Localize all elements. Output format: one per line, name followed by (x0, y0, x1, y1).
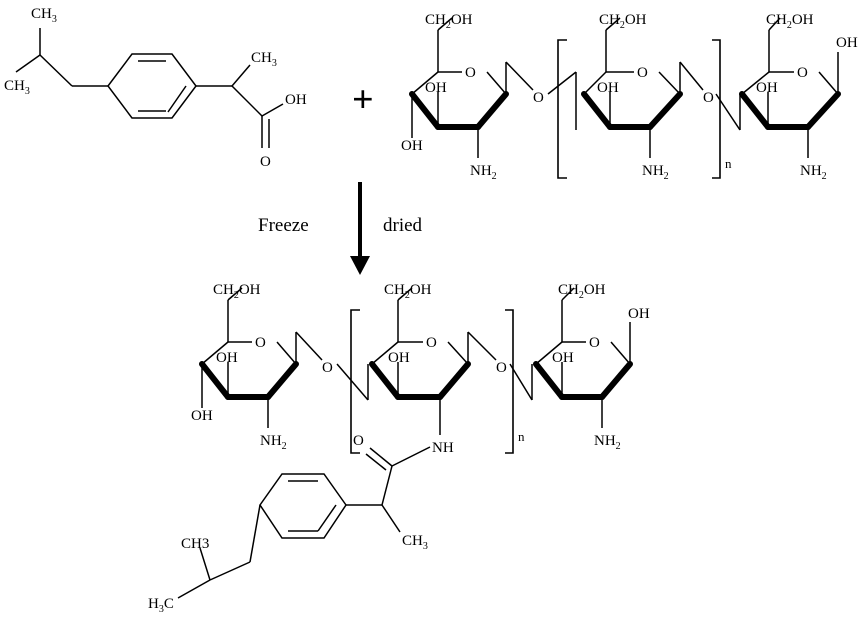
oh-label: OH (756, 80, 778, 96)
ch2oh-label: CH2OH (425, 12, 473, 31)
product-molecule: CH2OH O OH OH NH2 O CH2OH O OH (148, 282, 650, 615)
oh-label: OH (597, 80, 619, 96)
ch2oh-label: CH2OH (599, 12, 647, 31)
oh-label: OH (191, 408, 213, 424)
nh2-label: NH2 (594, 433, 621, 452)
glycosidic-o-label: O (322, 360, 333, 376)
oh-label: OH (401, 138, 423, 154)
chitosan-unit-2-repeat: CH2OH O OH NH2 n (557, 12, 732, 182)
chitosan-unit-1: CH2OH O OH OH NH2 (401, 12, 534, 182)
ring-o-label: O (255, 335, 266, 351)
product-ibuprofen-moiety: CH3 CH3 H3C (148, 465, 428, 615)
chitosan-unit-3: CH2OH O OH OH NH2 (739, 12, 858, 182)
ch2oh-label: CH2OH (384, 282, 432, 301)
reaction-arrow (350, 182, 370, 275)
ch2oh-label: CH2OH (558, 282, 606, 301)
product-chitosan-unit-3: CH2OH O OH OH NH2 (533, 282, 650, 452)
product-h3c-label: H3C (148, 596, 174, 615)
ibuprofen-carbonyl-o: O (260, 154, 271, 170)
oh-label: OH (388, 350, 410, 366)
product-chitosan-unit-1: CH2OH O OH OH NH2 (191, 282, 323, 452)
ch2oh-label: CH2OH (766, 12, 814, 31)
ibuprofen-ch3-top: CH3 (31, 6, 57, 25)
glycosidic-o-label: O (533, 90, 544, 106)
ibuprofen-ch3-alpha: CH3 (251, 50, 277, 69)
nh2-label: NH2 (800, 163, 827, 182)
product-ch3-alpha: CH3 (402, 533, 428, 552)
glycosidic-o-label: O (703, 90, 714, 106)
ring-o-label: O (426, 335, 437, 351)
nh2-label: NH2 (470, 163, 497, 182)
amide-o-label: O (353, 433, 364, 449)
nh2-label: NH2 (642, 163, 669, 182)
condition-dried-label: dried (383, 215, 423, 236)
plus-sign: + (352, 79, 374, 121)
ibuprofen-oh: OH (285, 92, 307, 108)
ch2oh-label: CH2OH (213, 282, 261, 301)
repeat-n-label: n (518, 429, 525, 444)
product-chitosan-unit-2-repeat: CH2OH O OH NH n O (350, 282, 525, 471)
oh-label: OH (216, 350, 238, 366)
amide-nh-label: NH (432, 440, 454, 456)
oh-label: OH (552, 350, 574, 366)
ibuprofen-molecule: CH3 CH3 CH3 OH O (4, 6, 307, 170)
product-ch3-label: CH3 (181, 536, 209, 552)
oh-label: OH (628, 306, 650, 322)
repeat-n-label: n (725, 156, 732, 171)
ring-o-label: O (589, 335, 600, 351)
ibuprofen-ch3-left: CH3 (4, 78, 30, 97)
chitosan-molecule: CH2OH O OH OH NH2 O CH2OH O O (401, 12, 858, 182)
nh2-label: NH2 (260, 433, 287, 452)
ring-o-label: O (637, 65, 648, 81)
condition-freeze-label: Freeze (258, 215, 309, 236)
ring-o-label: O (465, 65, 476, 81)
oh-label: OH (836, 35, 858, 51)
oh-label: OH (425, 80, 447, 96)
ring-o-label: O (797, 65, 808, 81)
glycosidic-o-label: O (496, 360, 507, 376)
